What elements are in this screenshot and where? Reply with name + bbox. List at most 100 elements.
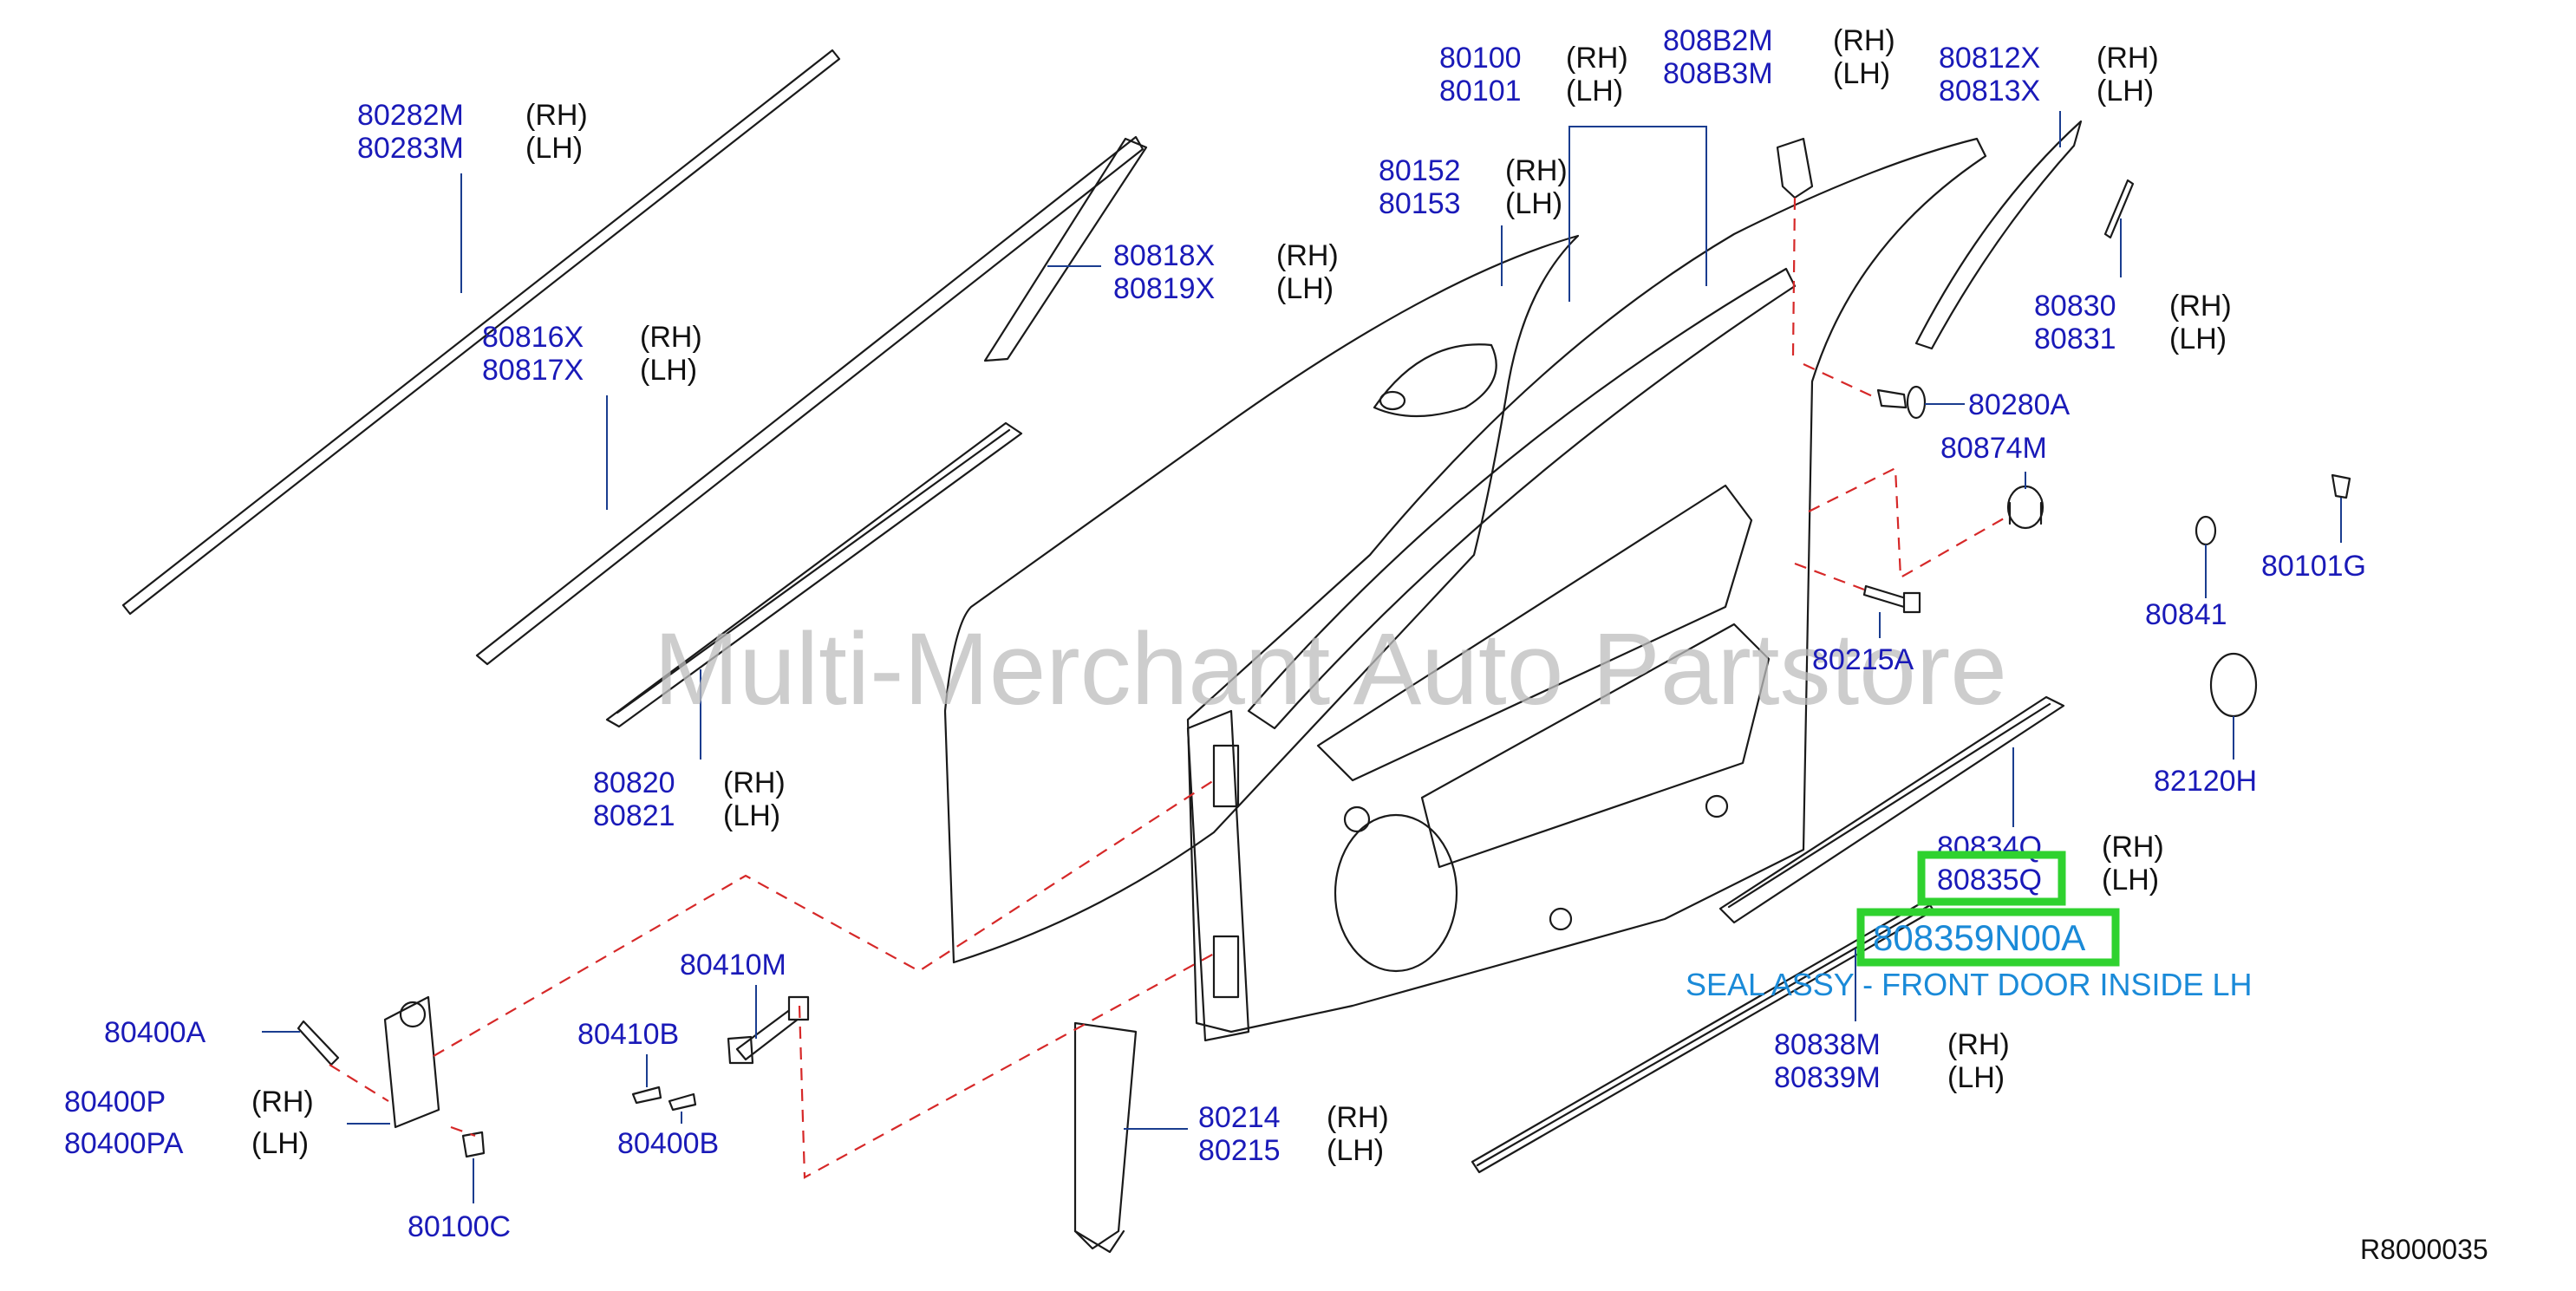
rear-sash-molding xyxy=(1914,120,2083,350)
part-number-80400A[interactable]: 80400A xyxy=(104,1016,206,1049)
small-molding-strip xyxy=(2103,179,2135,239)
side-label: (RH) xyxy=(640,321,702,354)
diagram-reference: R8000035 xyxy=(2360,1234,2488,1265)
front-sash-80214-foot xyxy=(1073,1229,1125,1254)
assembly-dashed-leaders xyxy=(329,197,2011,1179)
dash-grommet xyxy=(1808,466,2011,579)
dash-hinge-bolts xyxy=(329,1064,476,1138)
part-number-82120H[interactable]: 82120H xyxy=(2154,765,2257,798)
side-label: (RH) xyxy=(1276,239,1339,272)
side-label: (LH) xyxy=(2102,864,2159,897)
side-label: (LH) xyxy=(251,1127,309,1160)
part-number-80215A[interactable]: 80215A xyxy=(1812,643,1914,676)
clip-80280A-head xyxy=(1906,385,1927,420)
side-label: (LH) xyxy=(2169,323,2227,355)
side-label: (LH) xyxy=(1566,75,1623,108)
part-number-80812X[interactable]: 80812X xyxy=(1939,42,2040,75)
highlight-box-part xyxy=(1856,908,2120,967)
dash-checker-to-door xyxy=(798,953,1215,1179)
side-label: (LH) xyxy=(1276,272,1334,305)
dash-corner-piece xyxy=(1791,197,1797,356)
door-inner-cutout-lower xyxy=(1420,623,1771,869)
part-number-80816X[interactable]: 80816X xyxy=(482,321,584,354)
part-number-80841[interactable]: 80841 xyxy=(2145,598,2227,631)
part-number-80152[interactable]: 80152 xyxy=(1379,154,1461,187)
watermark: Multi-Merchant Auto Partstore xyxy=(654,612,2007,727)
inside-seal-80834Q-lip xyxy=(1727,702,2051,909)
grommet-80874M xyxy=(2006,485,2044,530)
part-number-80819X[interactable]: 80819X xyxy=(1113,272,1215,305)
part-number-80410B[interactable]: 80410B xyxy=(577,1018,679,1051)
side-label: (LH) xyxy=(1833,57,1890,90)
part-number-80839M[interactable]: 80839M xyxy=(1774,1061,1881,1094)
part-number-80101[interactable]: 80101 xyxy=(1439,75,1522,108)
side-label: (LH) xyxy=(2097,75,2154,108)
hinge-80400P-pin xyxy=(399,1001,427,1028)
hinge-80400P xyxy=(383,995,440,1129)
part-number-80215[interactable]: 80215 xyxy=(1198,1134,1281,1167)
roof-molding-outer xyxy=(121,49,841,616)
part-number-808B3M[interactable]: 808B3M xyxy=(1663,57,1773,90)
part-number-80282M[interactable]: 80282M xyxy=(357,99,464,132)
highlighted-part-number[interactable]: 808359N00A xyxy=(1873,917,2085,958)
part-drawings xyxy=(121,49,2351,1254)
clip-80280A xyxy=(1876,388,1908,409)
bolt-80410B xyxy=(631,1086,662,1105)
part-number-80400B[interactable]: 80400B xyxy=(617,1127,719,1160)
side-label: (LH) xyxy=(1947,1061,2005,1094)
dash-bolt xyxy=(1794,562,1865,591)
part-number-80813X[interactable]: 80813X xyxy=(1939,75,2040,108)
plug-80841 xyxy=(2194,515,2217,546)
part-number-80410M[interactable]: 80410M xyxy=(680,949,786,981)
part-number-80874M[interactable]: 80874M xyxy=(1940,432,2047,465)
part-number-80818X[interactable]: 80818X xyxy=(1113,239,1215,272)
part-number-80283M[interactable]: 80283M xyxy=(357,132,464,165)
belt-weatherstrip-inner xyxy=(616,428,1011,714)
side-label: (RH) xyxy=(723,766,786,799)
part-number-80835Q[interactable]: 80835Q xyxy=(1937,864,2042,897)
part-number-80821[interactable]: 80821 xyxy=(593,799,675,832)
door-inner-window-frame xyxy=(1247,267,1797,730)
highlight-box-80835Q xyxy=(1917,851,2066,906)
part-number-808B2M[interactable]: 808B2M xyxy=(1663,24,1773,57)
roof-molding-inner xyxy=(475,135,1145,666)
part-number-80100[interactable]: 80100 xyxy=(1439,42,1522,75)
seal-82120H xyxy=(2209,652,2258,718)
part-number-80400P[interactable]: 80400P xyxy=(64,1086,166,1118)
door-outer-panel xyxy=(943,234,1580,964)
door-checker-80410M-body xyxy=(727,1035,754,1065)
part-number-80280A[interactable]: 80280A xyxy=(1968,388,2071,421)
side-label: (LH) xyxy=(525,132,583,165)
side-label: (RH) xyxy=(1947,1028,2010,1061)
belt-weatherstrip xyxy=(605,421,1023,728)
part-number-80838M[interactable]: 80838M xyxy=(1774,1028,1881,1061)
bolt-80215A-head xyxy=(1902,591,1921,614)
grommet-80874M-body xyxy=(2008,501,2043,525)
part-number-80101G[interactable]: 80101G xyxy=(2261,550,2366,583)
part-number-80214[interactable]: 80214 xyxy=(1198,1101,1281,1134)
part-number-80400PA[interactable]: 80400PA xyxy=(64,1127,184,1160)
bolt-80400B xyxy=(668,1092,697,1112)
part-number-80830[interactable]: 80830 xyxy=(2034,290,2116,323)
part-number-80817X[interactable]: 80817X xyxy=(482,354,584,387)
side-label: (RH) xyxy=(251,1086,314,1118)
door-inner-cutout-upper xyxy=(1316,484,1753,782)
part-number-80100C[interactable]: 80100C xyxy=(408,1210,511,1243)
screw-80101G xyxy=(2331,473,2351,499)
bolt-80400A xyxy=(297,1020,340,1066)
callout-labels: 80282M 80283M (RH) (LH) 80816X 80817X (R… xyxy=(64,24,2488,1265)
side-label: (LH) xyxy=(1505,187,1562,220)
bolt-80100C xyxy=(461,1131,486,1158)
side-label: (LH) xyxy=(640,354,697,387)
side-label: (RH) xyxy=(1327,1101,1389,1134)
side-label: (RH) xyxy=(1833,24,1895,57)
hinge-pillar xyxy=(1186,709,1250,1042)
part-number-80820[interactable]: 80820 xyxy=(593,766,675,799)
highlighted-part-description: SEAL ASSY - FRONT DOOR INSIDE LH xyxy=(1686,967,2253,1002)
sash-strip xyxy=(983,137,1148,362)
part-number-80153[interactable]: 80153 xyxy=(1379,187,1461,220)
part-number-80831[interactable]: 80831 xyxy=(2034,323,2116,355)
callout-leaders xyxy=(262,111,2342,1203)
